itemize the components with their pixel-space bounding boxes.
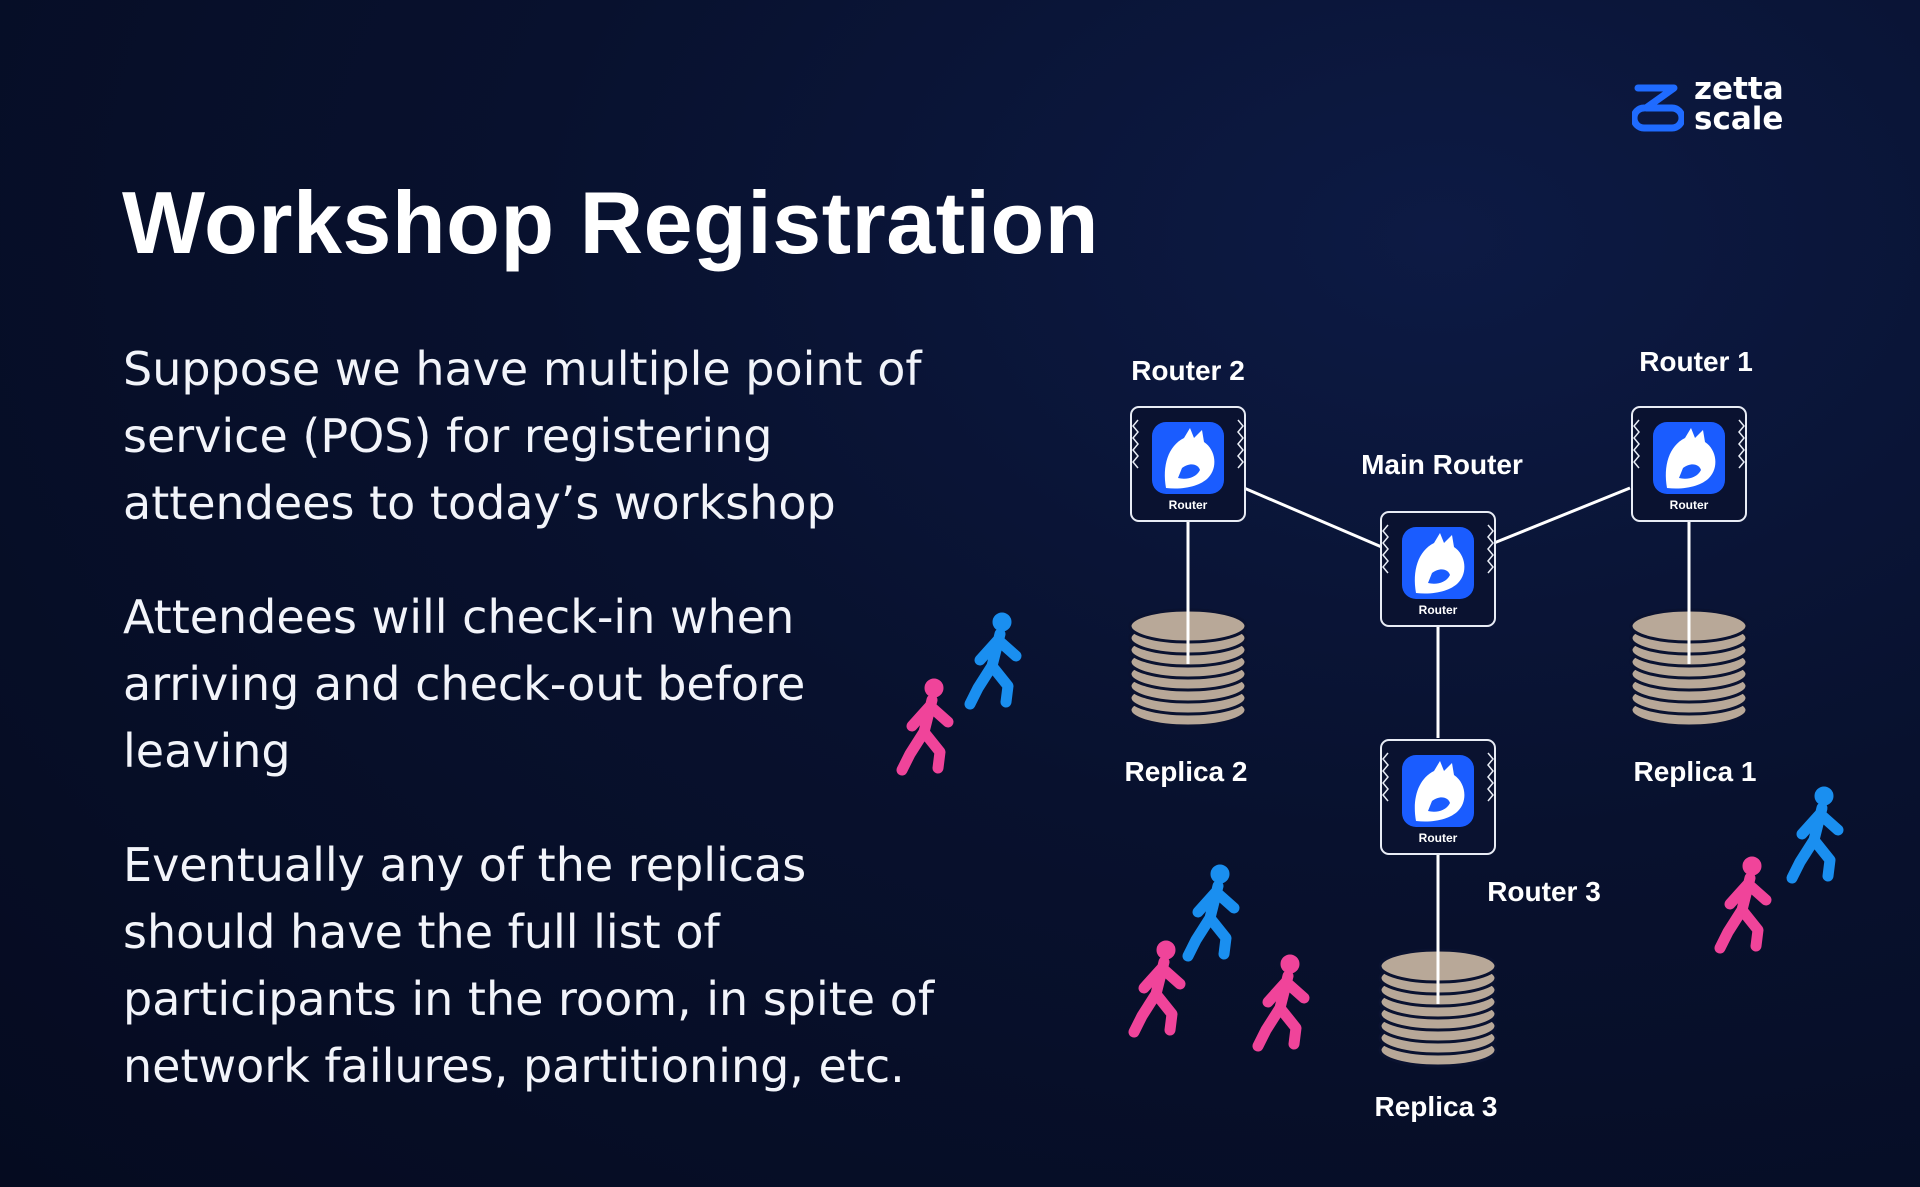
main-router-badge: Router [1419,603,1458,617]
walker-pink-icon [902,679,948,770]
replica-2-label: Replica 2 [1125,756,1248,787]
walker-blue-icon [1792,787,1838,878]
router-2-badge: Router [1169,498,1208,512]
router-3-node: Router [1381,740,1495,854]
router-2-label: Router 2 [1131,355,1245,386]
main-router-label: Main Router [1361,449,1523,480]
main-router-node: Router [1381,512,1495,626]
walker-pink-icon [1134,941,1180,1032]
router-1-label: Router 1 [1639,346,1753,377]
router-3-label: Router 3 [1487,876,1601,907]
walker-blue-icon [1188,865,1234,956]
walker-blue-icon [970,613,1016,704]
replica-1-label: Replica 1 [1634,756,1757,787]
link-main-router-1 [1494,488,1630,543]
replica-3-label: Replica 3 [1375,1091,1498,1122]
walker-pink-icon [1258,955,1304,1046]
walker-pink-icon [1720,857,1766,948]
router-3-badge: Router [1419,831,1458,845]
router-1-badge: Router [1670,498,1709,512]
link-main-router-2 [1244,488,1384,548]
router-2-node: Router [1131,407,1245,521]
router-1-node: Router [1632,407,1746,521]
